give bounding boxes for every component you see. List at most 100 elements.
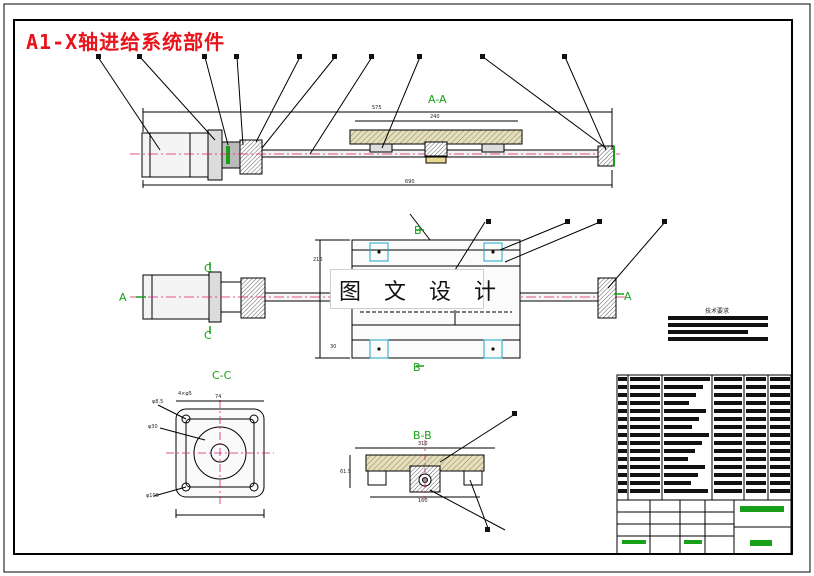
- parts-list-cell: [746, 441, 766, 445]
- parts-list-cell: [630, 401, 660, 405]
- parts-list-cell: [770, 449, 790, 453]
- drawing-title: A1-X轴进给系统部件: [26, 30, 226, 54]
- parts-list-cell: [630, 393, 660, 397]
- dim-cc-circle: φ100: [146, 493, 159, 499]
- parts-list-cell: [714, 473, 742, 477]
- dim-aa-top: 575: [372, 105, 382, 111]
- parts-list-cell: [714, 465, 742, 469]
- parts-list-cell: [664, 449, 695, 453]
- technical-requirements-title: 技术要求: [705, 308, 730, 315]
- dim-bb-width: 310: [418, 441, 428, 447]
- parts-list-cell: [630, 465, 660, 469]
- parts-list-cell: [618, 393, 627, 397]
- parts-list-cell: [746, 465, 766, 469]
- parts-list-cell: [714, 449, 742, 453]
- inner-border: [13, 19, 793, 555]
- outer-border: [3, 3, 811, 573]
- watermark-box: [330, 269, 484, 309]
- marker-a-left: A: [119, 291, 127, 304]
- parts-list-cell: [630, 441, 660, 445]
- dim-cc-bolt: 4×φ5: [178, 391, 192, 397]
- parts-list-cell: [746, 481, 766, 485]
- parts-list-cell: [714, 385, 742, 389]
- parts-list-cell: [746, 449, 766, 453]
- parts-list-cell: [714, 417, 742, 421]
- parts-list-cell: [630, 481, 660, 485]
- parts-list-cell: [630, 417, 660, 421]
- parts-list-cell: [770, 489, 790, 493]
- parts-list-cell: [714, 401, 742, 405]
- parts-list-cell: [630, 433, 660, 437]
- dim-bb-center: 160: [418, 498, 428, 504]
- parts-list-cell: [664, 457, 688, 461]
- parts-list-cell: [630, 409, 660, 413]
- parts-list-cell: [746, 433, 766, 437]
- parts-list-cell: [664, 489, 708, 493]
- parts-list-cell: [630, 489, 660, 493]
- parts-list-cell: [714, 425, 742, 429]
- section-bb-label: B-B: [413, 429, 432, 442]
- parts-list-cell: [714, 481, 742, 485]
- dim-cc-hole: φ30: [148, 424, 158, 430]
- title-block: [616, 499, 792, 555]
- parts-list-rows: [618, 377, 790, 493]
- aa-motor: [141, 132, 209, 178]
- section-aa-label: A-A: [428, 93, 447, 106]
- parts-list-cell: [770, 473, 790, 477]
- parts-list-cell: [770, 385, 790, 389]
- dim-cc-square: 74: [215, 394, 222, 400]
- parts-list-cell: [746, 473, 766, 477]
- watermark-text: 图 文 设 计: [339, 280, 504, 305]
- parts-list-cell: [618, 449, 627, 453]
- parts-list-cell: [618, 473, 627, 477]
- parts-list-cell: [618, 377, 627, 381]
- parts-list-cell: [746, 457, 766, 461]
- parts-list-cell: [618, 465, 627, 469]
- parts-list-cell: [770, 393, 790, 397]
- parts-list-cell: [630, 425, 660, 429]
- marker-a-right: A: [624, 290, 632, 303]
- view-bb: [349, 413, 516, 531]
- view-cc: [153, 400, 274, 518]
- parts-list-cell: [770, 465, 790, 469]
- parts-list-cell: [770, 401, 790, 405]
- parts-list-cell: [618, 401, 627, 405]
- marker-b-bottom: B: [413, 361, 421, 374]
- parts-list-cell: [746, 385, 766, 389]
- parts-list-cell: [770, 457, 790, 461]
- parts-list-cell: [714, 393, 742, 397]
- parts-list-cell: [664, 385, 703, 389]
- parts-list-cell: [630, 449, 660, 453]
- parts-list-cell: [618, 409, 627, 413]
- parts-list-cell: [770, 409, 790, 413]
- parts-list-cell: [630, 377, 660, 381]
- parts-list-cell: [746, 425, 766, 429]
- dim-aa-inner: 240: [430, 114, 440, 120]
- marker-b-top: B: [414, 224, 422, 237]
- parts-list-cell: [746, 377, 766, 381]
- parts-list-cell: [664, 481, 691, 485]
- plan-coupling-housing: [240, 277, 266, 319]
- parts-list-cell: [770, 481, 790, 485]
- parts-list-cell: [770, 425, 790, 429]
- parts-list-cell: [770, 417, 790, 421]
- parts-list-cell: [630, 473, 660, 477]
- aa-nut: [424, 141, 448, 157]
- parts-list-cell: [746, 409, 766, 413]
- parts-list-cell: [618, 417, 627, 421]
- parts-list-cell: [664, 409, 706, 413]
- parts-list-cell: [630, 457, 660, 461]
- parts-list-cell: [630, 385, 660, 389]
- technical-requirements: [668, 316, 768, 341]
- parts-list-cell: [618, 481, 627, 485]
- parts-list-cell: [664, 433, 709, 437]
- dim-cc-shaft: φ8.5: [152, 399, 164, 405]
- parts-list-cell: [618, 385, 627, 389]
- parts-list-cell: [746, 489, 766, 493]
- dim-bb-height: 61.5: [340, 469, 352, 475]
- parts-list-cell: [746, 401, 766, 405]
- aa-motor-flange: [207, 129, 223, 181]
- marker-c-bottom: C: [204, 329, 212, 342]
- parts-list-cell: [746, 417, 766, 421]
- plan-right-support: [597, 277, 617, 319]
